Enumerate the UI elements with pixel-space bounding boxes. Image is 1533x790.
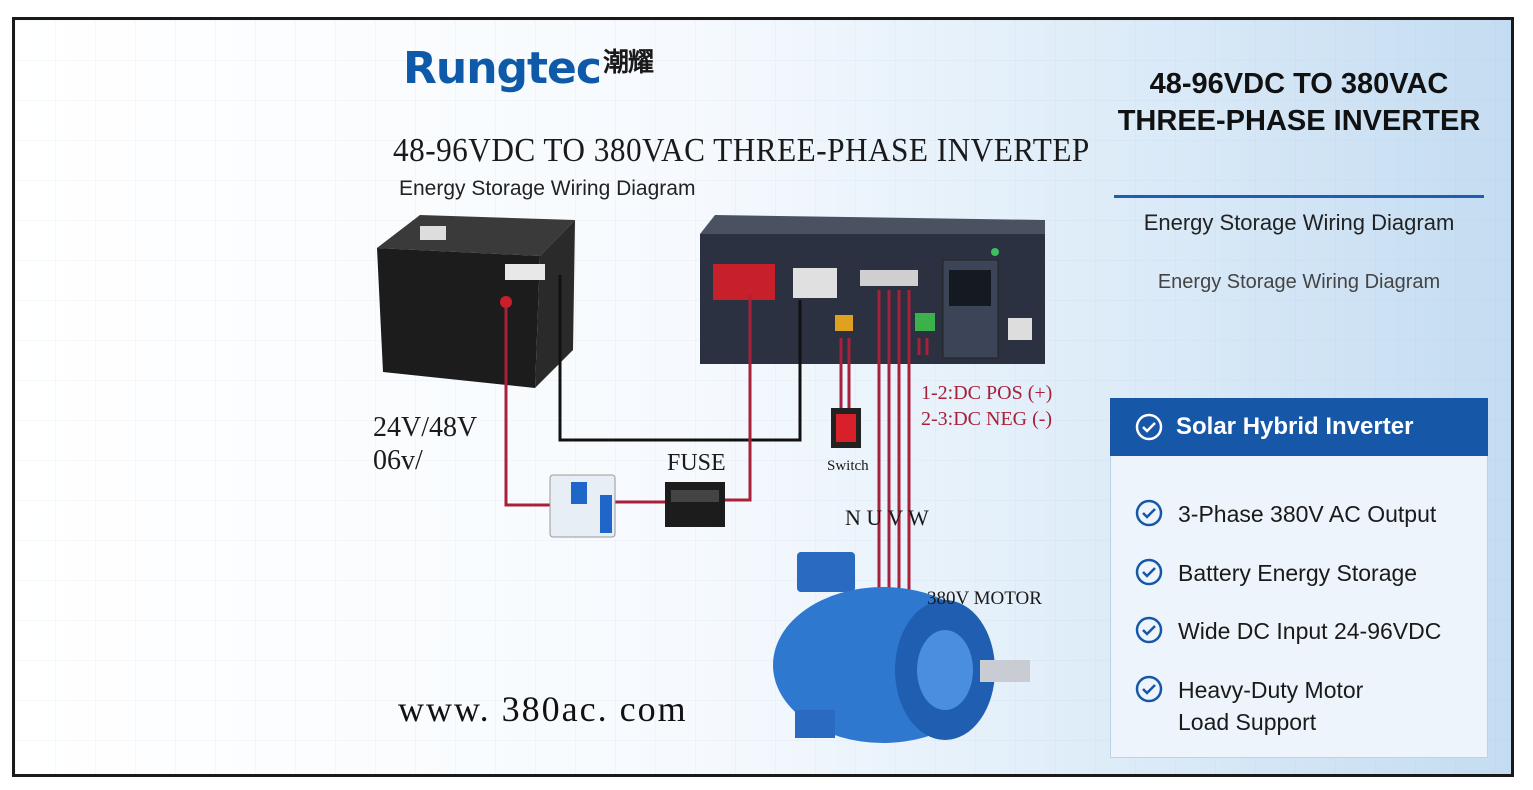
feature-text-line1: Heavy-Duty Motor (1178, 677, 1364, 703)
panel-title-line2: THREE-PHASE INVERTER (1117, 105, 1481, 137)
motor-icon (773, 552, 1030, 743)
brand-logo: Rungtec潮耀 (403, 42, 654, 94)
feature-text: Battery Energy Storage (1178, 560, 1418, 586)
panel-divider (1114, 195, 1484, 198)
switch-label: Switch (827, 458, 869, 474)
check-circle-icon (1135, 675, 1163, 703)
feature-box (1110, 398, 1488, 758)
motor-label: 380V MOTOR (927, 588, 1042, 609)
dc-pos-label: 1-2:DC POS (+) (921, 382, 1053, 404)
logo-brand: Rungtec (403, 43, 602, 94)
feature-text: 3-Phase 380V AC Output (1178, 501, 1437, 527)
diagram-subtitle: Energy Storage Wiring Diagram (399, 177, 696, 200)
feature-text: Heavy-Duty Motor Load Support (1178, 674, 1363, 738)
panel-title: 48-96VDC TO 380VAC THREE-PHASE INVERTER (1110, 66, 1488, 140)
check-circle-icon (1135, 413, 1163, 441)
inverter-icon (700, 215, 1045, 364)
feature-text-line2: Load Support (1178, 709, 1317, 735)
panel-title-line1: 48-96VDC TO 380VAC (1149, 68, 1449, 100)
check-circle-icon (1135, 499, 1163, 527)
switch-icon (831, 408, 861, 448)
check-circle-icon (1135, 558, 1163, 586)
logo-brand-cn: 潮耀 (602, 48, 654, 78)
feature-text: Wide DC Input 24-96VDC (1178, 618, 1442, 644)
feature-box-title: Solar Hybrid Inverter (1176, 413, 1414, 440)
feature-item: Heavy-Duty Motor Load Support (1134, 674, 1363, 738)
feature-item: 3-Phase 380V AC Output (1134, 498, 1436, 530)
breaker-icon (549, 474, 616, 538)
poster-frame: Rungtec潮耀 48-96VDC TO 380VAC THREE-PHASE… (12, 17, 1514, 777)
fuse-label: FUSE (667, 450, 726, 476)
battery-icon (377, 215, 575, 388)
panel-subtitle: Energy Storage Wiring Diagram (1143, 210, 1455, 235)
feature-box-header: Solar Hybrid Inverter (1110, 398, 1488, 456)
info-panel: 48-96VDC TO 380VAC THREE-PHASE INVERTER … (1110, 60, 1488, 758)
check-circle-icon (1135, 616, 1163, 644)
fuse-icon (665, 482, 725, 527)
panel-subtitle-2: Energy Storage Wiring Diagram (1157, 271, 1441, 293)
battery-voltage-label-2: 06v/ (373, 445, 423, 476)
battery-voltage-label: 24V/48V (373, 412, 478, 443)
wiring-diagram (377, 215, 1045, 743)
feature-item: Battery Energy Storage (1134, 557, 1417, 589)
feature-item: Wide DC Input 24-96VDC (1134, 615, 1441, 647)
phase-label: N U V W (845, 505, 929, 530)
website-url[interactable]: www. 380ac. com (398, 689, 688, 729)
dc-neg-label: 2-3:DC NEG (-) (921, 408, 1053, 430)
diagram-title: 48-96VDC TO 380VAC THREE-PHASE INVERTEP (393, 132, 1090, 169)
